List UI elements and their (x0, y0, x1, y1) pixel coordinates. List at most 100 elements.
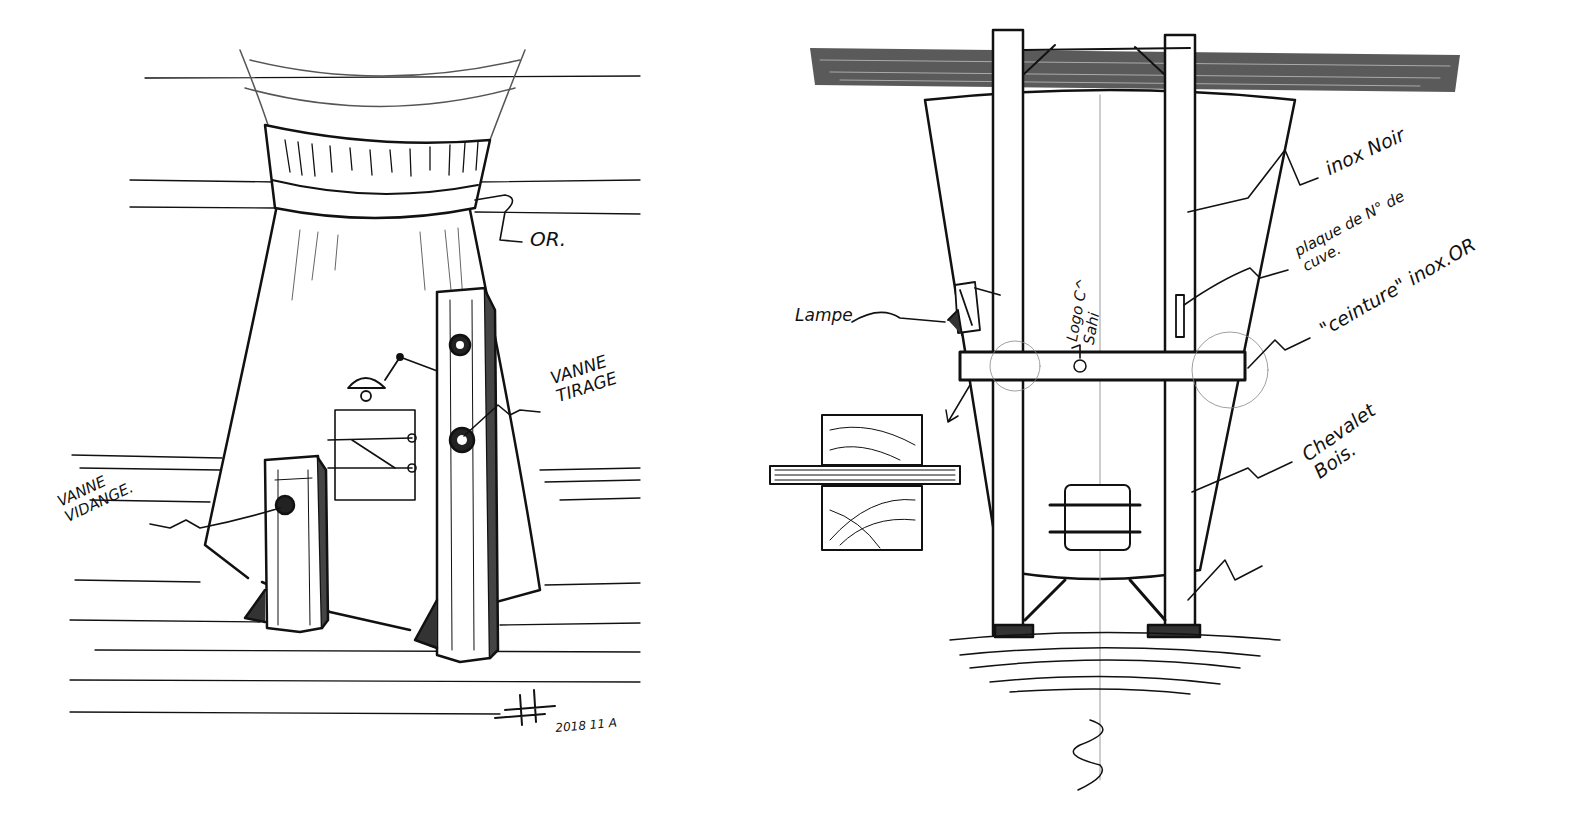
tall-post (450, 335, 470, 355)
background-lines (80, 468, 220, 470)
lamp (960, 288, 1000, 325)
wood-detail (830, 427, 915, 460)
leader-lines (1188, 560, 1262, 600)
leader-lines (1184, 268, 1288, 305)
leader-lines (464, 405, 540, 436)
valve-label-wrap: VANNE VIDANGE. (55, 453, 160, 525)
tank-plate (1176, 295, 1184, 337)
floor (1073, 720, 1103, 790)
background-lines (70, 620, 260, 622)
ceiling (810, 48, 1460, 92)
lamp (348, 354, 440, 401)
lamp (948, 282, 1000, 335)
tall-post (450, 428, 474, 452)
background-lines (540, 468, 640, 470)
leader-lines (475, 195, 522, 242)
part-label-wrap: Lampe (795, 306, 853, 325)
background-lines (70, 76, 640, 714)
tall-post (457, 435, 467, 445)
tank-plate (1176, 295, 1184, 337)
ceiling (810, 48, 1460, 92)
gold-band (265, 125, 490, 218)
gold-belt (960, 332, 1268, 408)
leader-lines (1248, 338, 1310, 368)
gold-band (272, 180, 478, 194)
part-label: OR. (530, 228, 566, 250)
manhole (335, 410, 415, 500)
tank-top (250, 60, 520, 76)
background-lines (70, 712, 500, 714)
tall-post (415, 288, 498, 662)
wooden-frame (993, 30, 1023, 635)
short-post (276, 496, 294, 514)
wood-detail (770, 466, 960, 484)
gold-belt (990, 341, 1040, 391)
tank-body (925, 90, 1295, 780)
floor (950, 633, 1280, 791)
tank-top (490, 50, 525, 140)
background-lines (475, 212, 640, 214)
valve-label: VANNE TIRAGE (548, 344, 640, 406)
background-lines (130, 207, 275, 208)
wooden-frame (1148, 625, 1200, 637)
gold-belt (1192, 332, 1268, 408)
lamp (361, 391, 371, 401)
tank-top (245, 88, 515, 107)
wooden-frame (1023, 45, 1190, 75)
material-label-wrap: inox Noir (1322, 124, 1408, 179)
leader-lines (150, 508, 280, 528)
manhole (408, 464, 416, 472)
gold-belt (960, 352, 1245, 380)
background-lines (75, 580, 200, 582)
part-label-wrap: OR. (530, 228, 566, 250)
leader-lines (1188, 150, 1318, 212)
background-lines (72, 455, 222, 458)
background-lines (70, 680, 640, 682)
short-post (245, 590, 265, 622)
wood-detail (830, 500, 915, 549)
gold-band (265, 125, 490, 218)
wooden-frame (1165, 35, 1195, 635)
part-label-wrap: Chevalet Bois. (1298, 379, 1420, 482)
tall-post (415, 600, 437, 648)
background-lines (545, 583, 640, 585)
leader-lines (1072, 345, 1080, 358)
background-lines (560, 498, 640, 500)
wooden-frame (1025, 580, 1165, 620)
signature (495, 690, 555, 725)
date-note: 2018 11 A (555, 717, 618, 736)
lamp (385, 357, 440, 380)
part-label: plaque de N° de cuve. (1292, 175, 1440, 275)
manhole (1065, 485, 1130, 550)
tall-post (485, 290, 498, 658)
valve-label-wrap: VANNE TIRAGE (548, 344, 640, 406)
manhole (352, 440, 395, 468)
short-post (318, 458, 328, 628)
manhole (328, 410, 416, 500)
wood-detail (822, 415, 922, 465)
tall-post (450, 300, 474, 650)
background-lines (500, 623, 640, 625)
short-post (275, 470, 312, 625)
background-lines (130, 180, 275, 182)
wooden-frame (993, 30, 1200, 637)
wood-detail (770, 385, 970, 550)
short-post (245, 456, 328, 632)
gold-belt (1074, 360, 1086, 372)
part-label: Lampe (795, 306, 853, 325)
lamp (348, 378, 385, 388)
background-lines (545, 480, 640, 482)
wood-detail (822, 486, 922, 550)
date-note-wrap: 2018 11 A (555, 717, 618, 736)
tank-body (925, 90, 1295, 579)
floor (950, 633, 1280, 695)
background-lines (470, 180, 640, 182)
tank-top (240, 50, 525, 140)
leader-lines (852, 150, 1318, 600)
manhole (1050, 505, 1140, 532)
leader-lines (1192, 462, 1292, 492)
background-lines (95, 650, 640, 652)
wood-detail (946, 385, 970, 422)
tall-post (456, 341, 464, 349)
